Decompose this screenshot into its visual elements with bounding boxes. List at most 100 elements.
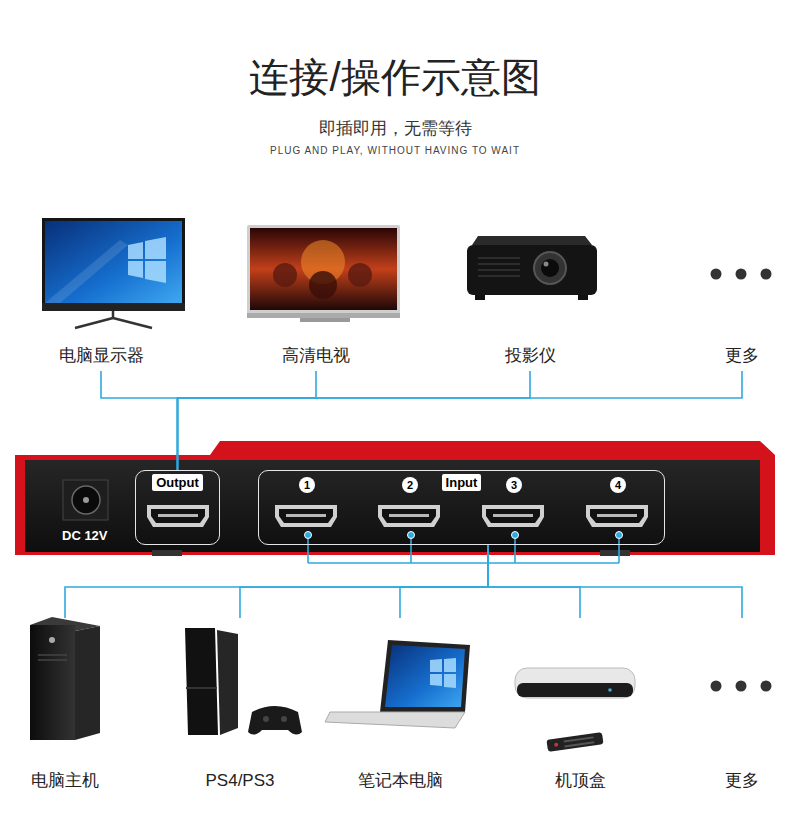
hdmi-port (378, 505, 440, 527)
monitor-picture (42, 218, 185, 328)
settop-box-picture (546, 732, 603, 752)
hdmi-port (493, 514, 533, 517)
projector-picture (578, 295, 588, 300)
monitor-picture (42, 218, 185, 310)
projector-picture (541, 259, 559, 277)
signal-wire (400, 545, 488, 618)
input-wire (305, 532, 312, 539)
projector-picture (475, 295, 485, 300)
settop-box-picture (554, 742, 559, 747)
more-dots (761, 269, 772, 280)
laptop-picture (325, 712, 465, 728)
hdmi-port (590, 509, 644, 523)
port-number: 3 (506, 477, 522, 493)
more-dots (711, 269, 772, 280)
console-picture (185, 628, 302, 735)
power-label: DC 12V (62, 528, 108, 544)
source-device: 笔记本电脑 (320, 618, 480, 796)
input-wire (408, 532, 415, 539)
display-device: 电脑显示器 (16, 215, 186, 371)
input-wire (308, 535, 619, 563)
more-dots (711, 269, 722, 280)
device-label: 更多 (702, 770, 782, 792)
switch-housing (15, 441, 775, 556)
laptop-picture (385, 645, 465, 707)
port-number: 4 (610, 477, 626, 493)
signal-wire (178, 371, 317, 470)
laptop-picture (380, 640, 470, 712)
switch-housing (72, 486, 100, 514)
source-device: PS4/PS3 (175, 618, 305, 796)
page-title: 连接/操作示意图 (0, 53, 790, 101)
source-device: 电脑主机 (10, 618, 120, 796)
hdmi-port (147, 505, 648, 527)
switch-housing (25, 460, 760, 552)
hdmi-port (286, 514, 326, 517)
signal-wire (178, 371, 531, 470)
device-label: 高清电视 (231, 345, 401, 367)
switch-housing (83, 497, 89, 503)
tv-picture (247, 225, 400, 322)
hdmi-port (158, 514, 198, 517)
source-device: 更多 (702, 618, 782, 796)
hdmi-port (147, 505, 209, 527)
settop-box-picture (515, 668, 635, 752)
port-group-tab: Input (442, 474, 482, 491)
monitor-picture (128, 242, 143, 259)
hdmi-port (151, 509, 205, 523)
more-dots (711, 681, 772, 692)
monitor-picture (45, 221, 182, 303)
port-group-tab: Output (152, 474, 203, 491)
port-number: 1 (299, 477, 315, 493)
laptop-picture (430, 658, 456, 688)
port-number: 2 (402, 477, 418, 493)
tv-picture (309, 271, 337, 299)
switch-housing (63, 480, 108, 520)
signal-wire (240, 545, 488, 618)
console-picture (186, 687, 217, 689)
subtitle-english: PLUG AND PLAY, WITHOUT HAVING TO WAIT (0, 144, 790, 157)
signal-wire (65, 545, 488, 618)
pc-tower-picture (49, 637, 55, 643)
console-picture (281, 716, 287, 722)
device-label: 电脑主机 (10, 770, 120, 792)
signal-wire (101, 371, 178, 470)
tv-picture (273, 263, 297, 287)
monitor-picture (128, 261, 143, 278)
device-label: 机顶盒 (505, 770, 655, 792)
port-number: 3 (506, 477, 522, 493)
output-port-group: Output (135, 470, 220, 545)
hdmi-port (279, 509, 333, 523)
console-picture (185, 628, 218, 735)
monitor-picture (145, 261, 166, 283)
display-device: 投影仪 (455, 232, 605, 371)
device-label: PS4/PS3 (175, 770, 305, 792)
device-label: 投影仪 (455, 345, 605, 367)
settop-box-picture (564, 736, 594, 742)
console-picture (263, 716, 269, 722)
console-picture (217, 630, 238, 735)
device-label: 更多 (702, 345, 782, 367)
input-wire (616, 532, 623, 539)
input-wire (512, 532, 519, 539)
source-device: 机顶盒 (505, 618, 655, 796)
tv-picture (250, 228, 397, 310)
console-picture (248, 706, 302, 735)
display-device: 更多 (702, 262, 782, 371)
projector-picture (544, 262, 549, 267)
tv-picture (348, 263, 372, 287)
hdmi-port (486, 509, 540, 523)
hdmi-port (389, 514, 429, 517)
pc-tower-picture (30, 617, 100, 740)
hdmi-port (275, 505, 337, 527)
hdmi-port (382, 509, 436, 523)
projector-picture (467, 236, 597, 300)
port-number: 4 (610, 477, 626, 493)
tv-picture (247, 313, 400, 318)
projector-picture (478, 258, 520, 276)
monitor-picture (45, 240, 128, 303)
settop-box-picture (515, 668, 635, 698)
more-dots (736, 269, 747, 280)
signal-wire (488, 545, 580, 618)
input-wire (305, 532, 623, 564)
